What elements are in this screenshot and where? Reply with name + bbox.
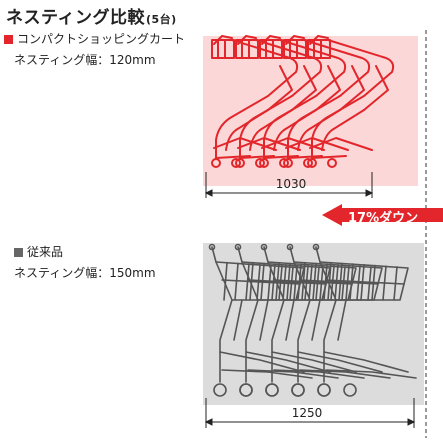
left-arrow-icon: [322, 204, 443, 226]
compact-nesting-width: ネスティング幅：120mm: [14, 53, 156, 67]
conventional-label-text: 従来品: [27, 245, 64, 259]
compact-cart-4: [283, 35, 371, 168]
conventional-nesting-width: ネスティング幅：150mm: [14, 266, 156, 280]
conventional-dimension-label: 1250: [291, 406, 323, 420]
conventional-cart-5: [312, 243, 417, 397]
reduction-label: 17%ダウン: [348, 211, 419, 226]
compact-cart-5: [307, 35, 395, 168]
gray-square-icon: [14, 248, 23, 257]
compact-label-text: コンパクトショッピングカート: [17, 32, 186, 46]
title-count: (5台): [145, 13, 177, 26]
reduction-arrow-badge: 17%ダウン: [322, 204, 443, 226]
red-square-icon: [4, 35, 13, 44]
conventional-cart-4: [286, 243, 391, 397]
compact-section-label: コンパクトショッピングカート: [4, 32, 185, 47]
title-text: ネスティング比較: [6, 8, 145, 28]
conventional-section-label: 従来品: [14, 245, 63, 260]
compact-dimension-label: 1030: [275, 177, 307, 191]
page-title: ネスティング比較(5台): [6, 3, 177, 28]
